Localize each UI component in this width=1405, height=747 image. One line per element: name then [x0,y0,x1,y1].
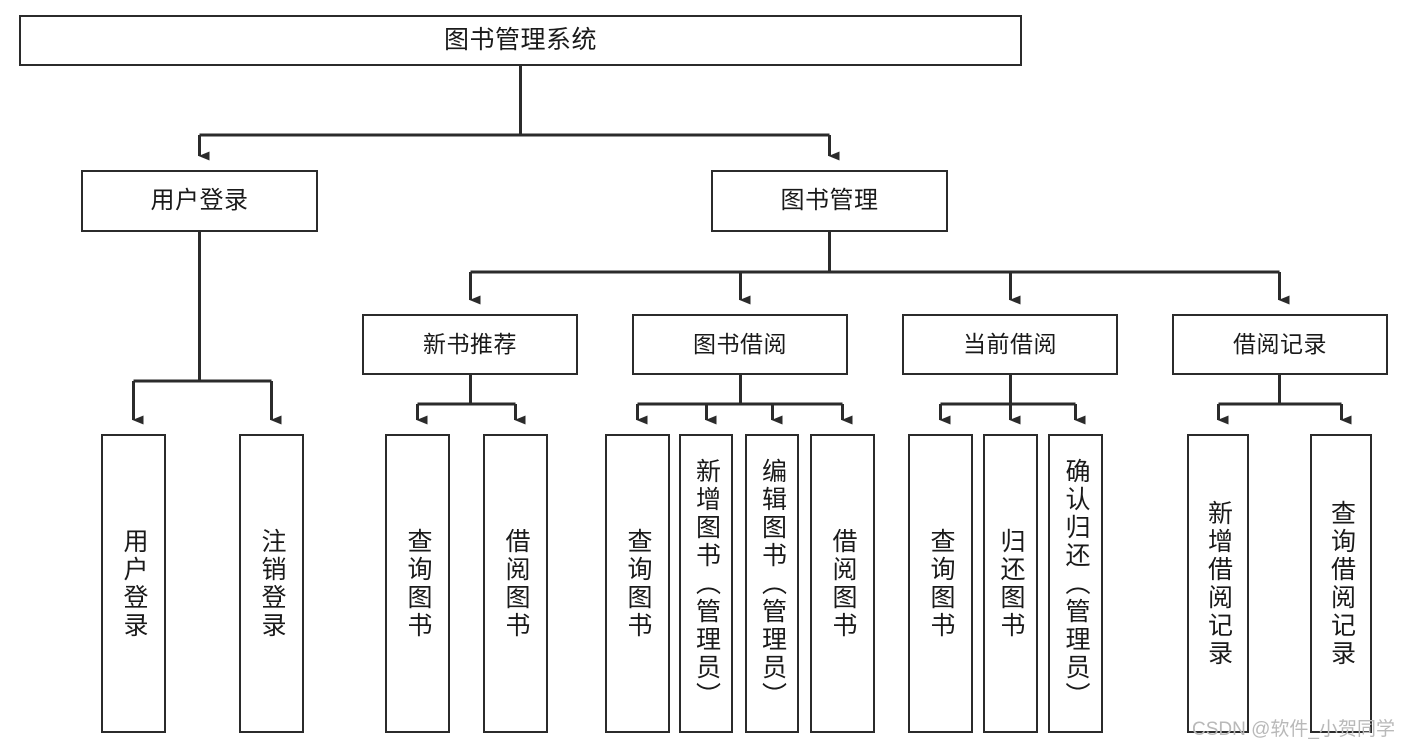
node-leaf-edit-book-admin-label: 编辑图书（管理员） [758,457,787,710]
node-leaf-query-book-3-label: 查询图书 [927,527,955,640]
node-leaf-query-borrow-record[interactable]: 查询借阅记录 [1310,434,1372,733]
node-leaf-query-book-2-label: 查询图书 [624,527,652,640]
node-leaf-add-book-admin-label: 新增图书（管理员） [692,457,721,710]
node-leaf-add-book-admin[interactable]: 新增图书（管理员） [679,434,733,733]
node-leaf-query-book-1-label: 查询图书 [404,527,432,640]
node-leaf-query-book-1[interactable]: 查询图书 [385,434,450,733]
node-root-label: 图书管理系统 [443,26,597,55]
node-borrow-record[interactable]: 借阅记录 [1172,314,1388,375]
node-leaf-edit-book-admin[interactable]: 编辑图书（管理员） [745,434,799,733]
node-leaf-return-book-label: 归还图书 [997,527,1025,640]
node-current-borrow[interactable]: 当前借阅 [902,314,1118,375]
node-leaf-user-logout[interactable]: 注销登录 [239,434,304,733]
node-root[interactable]: 图书管理系统 [19,15,1022,66]
node-book-borrow[interactable]: 图书借阅 [632,314,848,375]
node-leaf-add-borrow-record-label: 新增借阅记录 [1204,499,1233,668]
node-leaf-query-book-2[interactable]: 查询图书 [605,434,670,733]
node-leaf-confirm-return-admin[interactable]: 确认归还（管理员） [1048,434,1103,733]
node-leaf-borrow-book-1[interactable]: 借阅图书 [483,434,548,733]
node-leaf-query-book-3[interactable]: 查询图书 [908,434,973,733]
node-new-book-recommend[interactable]: 新书推荐 [362,314,578,375]
node-user-login[interactable]: 用户登录 [81,170,318,232]
node-new-book-recommend-label: 新书推荐 [423,331,517,358]
node-leaf-user-login[interactable]: 用户登录 [101,434,166,733]
node-leaf-add-borrow-record[interactable]: 新增借阅记录 [1187,434,1249,733]
node-leaf-borrow-book-2[interactable]: 借阅图书 [810,434,875,733]
node-user-login-label: 用户登录 [150,187,249,215]
node-borrow-record-label: 借阅记录 [1233,331,1327,358]
node-leaf-return-book[interactable]: 归还图书 [983,434,1038,733]
node-leaf-user-login-label: 用户登录 [120,527,148,640]
node-book-borrow-label: 图书借阅 [693,331,787,358]
node-leaf-confirm-return-admin-label: 确认归还（管理员） [1062,457,1090,710]
node-book-manage[interactable]: 图书管理 [711,170,948,232]
node-book-manage-label: 图书管理 [780,187,879,215]
node-leaf-borrow-book-1-label: 借阅图书 [502,527,530,640]
node-leaf-query-borrow-record-label: 查询借阅记录 [1327,499,1356,668]
node-leaf-user-logout-label: 注销登录 [258,527,286,640]
node-current-borrow-label: 当前借阅 [963,331,1057,358]
node-leaf-borrow-book-2-label: 借阅图书 [829,527,857,640]
